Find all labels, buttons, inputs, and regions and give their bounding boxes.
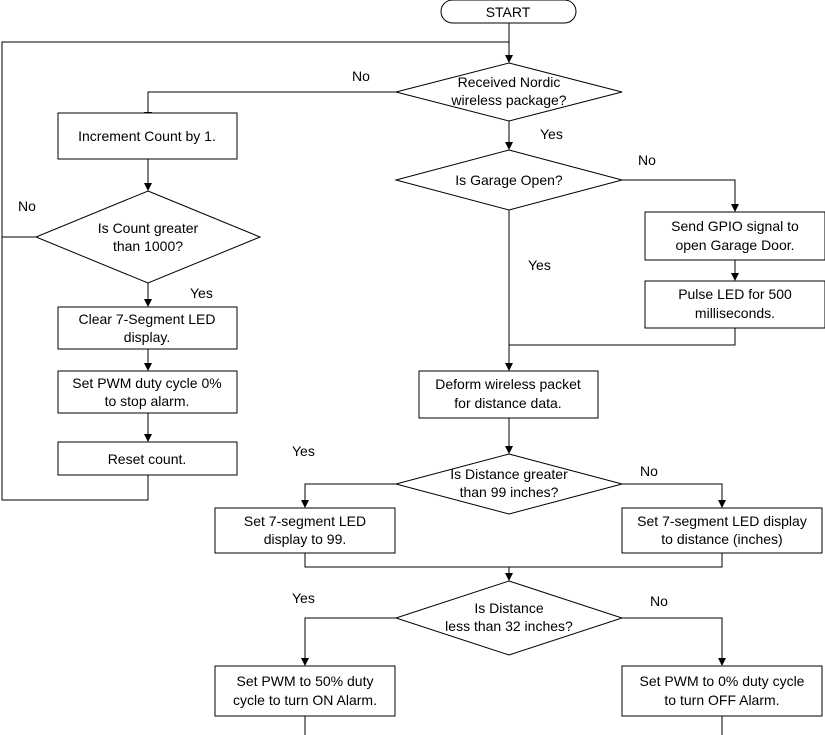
label-no-distance-less: No	[650, 593, 668, 609]
process-text: Pulse LED for 500	[678, 286, 792, 302]
process-pulse-led: Pulse LED for 500 milliseconds.	[644, 280, 825, 329]
process-text: display.	[124, 329, 170, 345]
process-deform-packet: Deform wireless packet for distance data…	[418, 370, 599, 419]
connector-distance-less-no	[622, 617, 723, 658]
connector-led-merge	[304, 553, 723, 568]
process-text: Set PWM duty cycle 0%	[72, 375, 221, 391]
process-text: Increment Count by 1.	[78, 128, 216, 144]
label-yes-distance-greater: Yes	[292, 443, 315, 459]
process-text: Set 7-segment LED	[244, 513, 366, 529]
process-pwm-stop: Set PWM duty cycle 0% to stop alarm.	[57, 370, 238, 414]
arrowhead	[731, 204, 739, 212]
connector-pulse-merge	[509, 328, 736, 346]
decision-text: than 1000?	[113, 238, 183, 254]
label-yes-garage: Yes	[528, 257, 551, 273]
arrowhead	[144, 183, 152, 191]
connector-distance-greater-yes	[304, 483, 396, 500]
decision-distance-greater: Is Distance greater than 99 inches?	[394, 453, 624, 515]
process-reset-count: Reset count.	[57, 441, 238, 476]
arrowhead	[505, 363, 513, 371]
arrowhead	[731, 273, 739, 281]
process-text: Deform wireless packet	[435, 376, 581, 392]
arrowhead	[505, 55, 513, 63]
process-text: to turn OFF Alarm.	[664, 692, 779, 708]
decision-text: less than 32 inches?	[445, 618, 573, 634]
label-no-count: No	[18, 198, 36, 214]
process-text: Reset count.	[108, 451, 187, 467]
process-set-led-99: Set 7-segment LED display to 99.	[214, 507, 396, 554]
process-text: Set PWM to 50% duty	[237, 673, 374, 689]
arrowhead	[505, 446, 513, 454]
process-text: display to 99.	[264, 531, 347, 547]
label-no-garage: No	[638, 152, 656, 168]
connector-distance-less-yes	[304, 617, 396, 658]
process-pwm-on: Set PWM to 50% duty cycle to turn ON Ala…	[214, 665, 396, 717]
label-no-nordic: No	[352, 68, 370, 84]
process-text: milliseconds.	[695, 305, 775, 321]
process-text: cycle to turn ON Alarm.	[233, 692, 377, 708]
process-text: open Garage Door.	[675, 237, 794, 253]
decision-count-greater: Is Count greater than 1000?	[34, 190, 262, 284]
process-text: for distance data.	[454, 395, 561, 411]
connectors	[1, 23, 739, 735]
arrowhead	[505, 142, 513, 150]
process-increment-count: Increment Count by 1.	[57, 112, 238, 160]
process-text: Set PWM to 0% duty cycle	[640, 673, 805, 689]
decision-distance-less: Is Distance less than 32 inches?	[394, 580, 624, 656]
arrowhead	[144, 363, 152, 371]
decision-text: Received Nordic	[458, 74, 561, 90]
decision-text: Is Distance	[474, 600, 543, 616]
decision-text: wireless package?	[450, 92, 566, 108]
connector-nordic-no	[147, 91, 396, 112]
connector-distance-greater-no	[622, 483, 723, 500]
label-yes-nordic: Yes	[540, 126, 563, 142]
process-clear-led: Clear 7-Segment LED display.	[57, 306, 238, 350]
label-no-distance-greater: No	[640, 463, 658, 479]
arrowhead	[505, 573, 513, 581]
branch-labels: No Yes No Yes No Yes Yes No Yes No	[18, 68, 668, 609]
arrowhead	[301, 658, 309, 666]
connector-loop-left	[1, 41, 509, 501]
decision-garage-open: Is Garage Open?	[394, 149, 624, 211]
process-pwm-off: Set PWM to 0% duty cycle to turn OFF Ala…	[621, 665, 823, 717]
arrowhead	[144, 299, 152, 307]
decision-received-nordic: Received Nordic wireless package?	[395, 62, 623, 122]
process-text: to distance (inches)	[661, 531, 782, 547]
process-text: Set 7-segment LED display	[637, 513, 807, 529]
label-yes-distance-less: Yes	[292, 590, 315, 606]
start-label: START	[486, 4, 531, 20]
process-set-led-distance: Set 7-segment LED display to distance (i…	[621, 507, 823, 554]
arrowhead	[718, 658, 726, 666]
process-text: Send GPIO signal to	[671, 218, 799, 234]
decision-text: than 99 inches?	[460, 484, 559, 500]
process-send-gpio: Send GPIO signal to open Garage Door.	[644, 211, 825, 261]
label-yes-count: Yes	[190, 285, 213, 301]
arrowhead	[301, 500, 309, 508]
process-text: to stop alarm.	[105, 393, 190, 409]
decision-text: Is Count greater	[98, 220, 199, 236]
arrowhead	[718, 500, 726, 508]
decision-text: Is Distance greater	[450, 466, 568, 482]
connector-garage-no	[622, 179, 736, 204]
start-terminal: START	[440, 0, 577, 24]
decision-text: Is Garage Open?	[455, 172, 563, 188]
arrowhead	[144, 434, 152, 442]
process-text: Clear 7-Segment LED	[79, 311, 216, 327]
